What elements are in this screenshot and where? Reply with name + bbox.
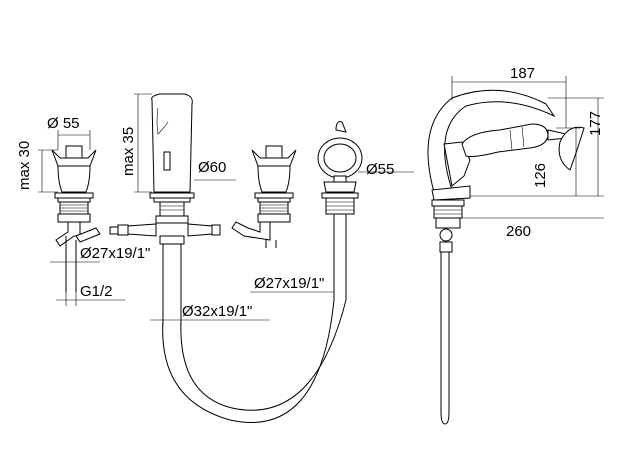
hand-shower-set	[427, 76, 604, 425]
diverter-connection-label: Ø27x19/1"	[254, 275, 324, 292]
spout-height-label: max 35	[120, 127, 137, 176]
shower-width-label: 187	[510, 65, 535, 82]
thread-label: G1/2	[80, 283, 113, 300]
diverter	[250, 121, 414, 300]
hose-length-label: 260	[506, 223, 531, 240]
center-spout	[109, 93, 270, 326]
left-valve	[38, 130, 125, 306]
valve-left-diameter-label: Ø 55	[47, 115, 80, 132]
diverter-diameter-label: Ø55	[366, 161, 394, 178]
spout-connection-label: Ø32x19/1"	[182, 303, 252, 320]
spout-diameter-label: Ø60	[198, 159, 226, 176]
connection-left-label: Ø27x19/1"	[80, 245, 150, 262]
shower-height-label: 177	[587, 111, 604, 136]
valve-left-height-label: max 30	[16, 141, 33, 190]
handset-height-label: 126	[532, 163, 549, 188]
right-valve	[231, 145, 297, 248]
connecting-hose	[162, 299, 347, 423]
